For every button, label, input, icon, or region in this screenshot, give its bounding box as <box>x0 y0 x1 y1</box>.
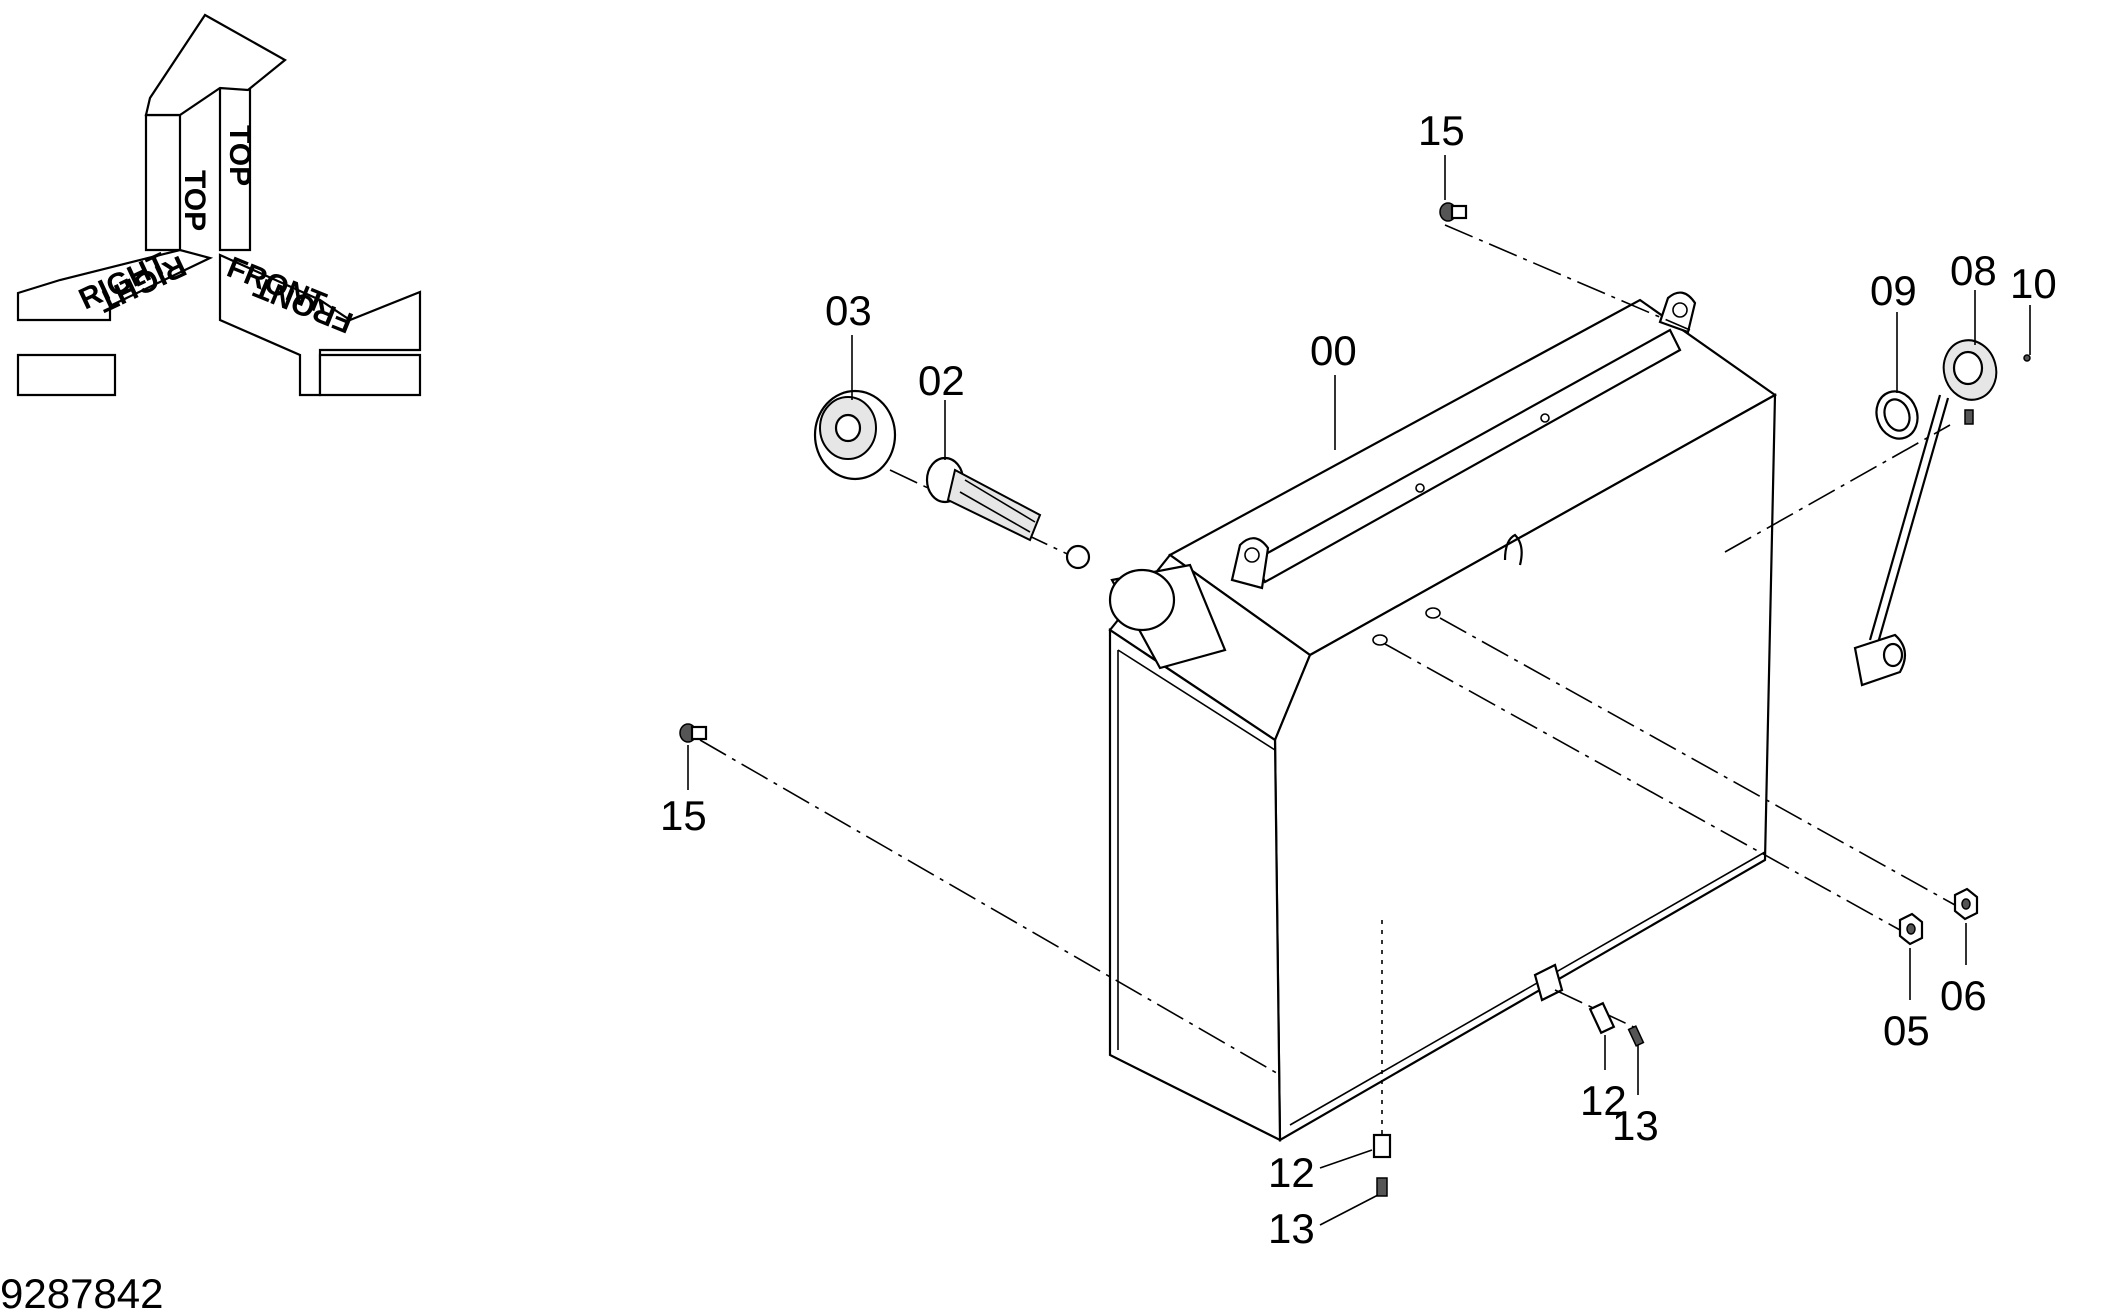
filler-neck-opening <box>1108 568 1176 632</box>
callout-13-side: 13 <box>1612 1102 1659 1149</box>
centerline-15-left <box>699 739 1281 1076</box>
gauge-screw <box>1964 409 1974 425</box>
part-15-bolt-left <box>679 723 708 743</box>
bolt-shank <box>1450 204 1468 220</box>
orientation-top-arrowhead <box>144 13 287 117</box>
centerline-09 <box>1724 424 1951 553</box>
nut-hole <box>1961 898 1971 910</box>
mount-hole <box>1372 634 1388 646</box>
mount-hole <box>1425 607 1441 619</box>
part-06-nut <box>1953 887 1979 921</box>
callout-00: 00 <box>1310 327 1357 374</box>
fitting-body <box>1588 1001 1616 1035</box>
orientation-right-arrow-tail <box>16 353 117 397</box>
return-pipe <box>1503 533 1523 566</box>
plug-body <box>1627 1025 1645 1047</box>
leader-lines <box>687 155 2031 1226</box>
hydraulic-tank <box>1108 291 1778 1142</box>
callout-08: 08 <box>1950 247 1997 294</box>
lifting-eye-right <box>1658 291 1697 334</box>
callout-09: 09 <box>1870 267 1917 314</box>
callout-15-left: 15 <box>660 792 707 839</box>
strainer-mesh-line <box>959 491 1031 533</box>
callout-12-bottom: 12 <box>1268 1149 1315 1196</box>
cap-center <box>834 413 862 443</box>
orientation-top-label-2: TOP <box>223 125 256 186</box>
orientation-top-label-1: TOP <box>178 170 211 231</box>
orientation-indicator: TOP TOP RIGHT RIGHT FRONT FRONT <box>16 13 422 397</box>
strainer-o-ring <box>1065 544 1091 570</box>
float-rod-2 <box>1876 397 1950 644</box>
rail-hole <box>1415 483 1425 493</box>
orientation-top-shaft-left <box>144 113 182 252</box>
gauge-face <box>1952 350 1984 386</box>
part-02-strainer <box>925 456 1091 570</box>
float-end <box>1882 642 1904 668</box>
lifting-eye-hole <box>1244 547 1260 563</box>
lifting-eye-left <box>1230 537 1270 590</box>
callout-06: 06 <box>1940 972 1987 1019</box>
rail-hole <box>1540 413 1550 423</box>
tank-front-face <box>1108 627 1282 1142</box>
drawing-number: 9287842 <box>0 1270 164 1313</box>
part-08-level-gauge <box>1853 339 1998 687</box>
part-05-nut <box>1898 912 1924 946</box>
part-13-plug-bottom <box>1376 1177 1388 1197</box>
orientation-right-arrow <box>16 248 214 322</box>
leader-12-bottom <box>1319 1149 1373 1169</box>
centerline-06 <box>1439 617 1956 906</box>
callout-03: 03 <box>825 287 872 334</box>
fitting-body <box>1372 1133 1392 1159</box>
lifting-eye-hole <box>1672 302 1688 318</box>
leader-13-bottom <box>1319 1194 1379 1226</box>
tank-edge-line <box>1117 649 1276 751</box>
part-12-fitting-side <box>1588 1001 1616 1035</box>
callout-12-side: 12 <box>1580 1077 1627 1124</box>
float-rod <box>1868 394 1942 641</box>
orientation-front-arrow-tail <box>318 353 422 397</box>
part-13-plug-side <box>1627 1025 1645 1047</box>
strainer-mesh-line <box>964 479 1036 523</box>
gasket-inner <box>1883 398 1911 432</box>
nut-hole <box>1906 923 1916 935</box>
centerline-05 <box>1384 643 1901 931</box>
tank-bottom-edge <box>1289 851 1766 1126</box>
callout-15-top: 15 <box>1418 107 1465 154</box>
part-09-gasket <box>1875 390 1919 440</box>
bolt-shank <box>690 725 708 741</box>
strainer-body <box>946 468 1042 542</box>
part-12-fitting-bottom <box>1372 1133 1392 1159</box>
callout-02: 02 <box>918 357 965 404</box>
callout-10: 10 <box>2010 260 2057 307</box>
part-10-screw <box>2023 354 2031 362</box>
drain-boss <box>1533 963 1564 1002</box>
callout-05: 05 <box>1883 1007 1930 1054</box>
part-15-bolt-top <box>1439 202 1468 222</box>
callouts: 15 15 00 03 02 09 08 10 05 06 12 13 12 1… <box>660 107 2057 1252</box>
callout-13-bottom: 13 <box>1268 1205 1315 1252</box>
plug-body <box>1376 1177 1388 1197</box>
centerline-15-top <box>1444 224 1691 331</box>
part-03-cap <box>813 389 897 481</box>
centerline-12-side <box>1554 989 1641 1031</box>
orientation-front-arrow <box>218 253 422 397</box>
